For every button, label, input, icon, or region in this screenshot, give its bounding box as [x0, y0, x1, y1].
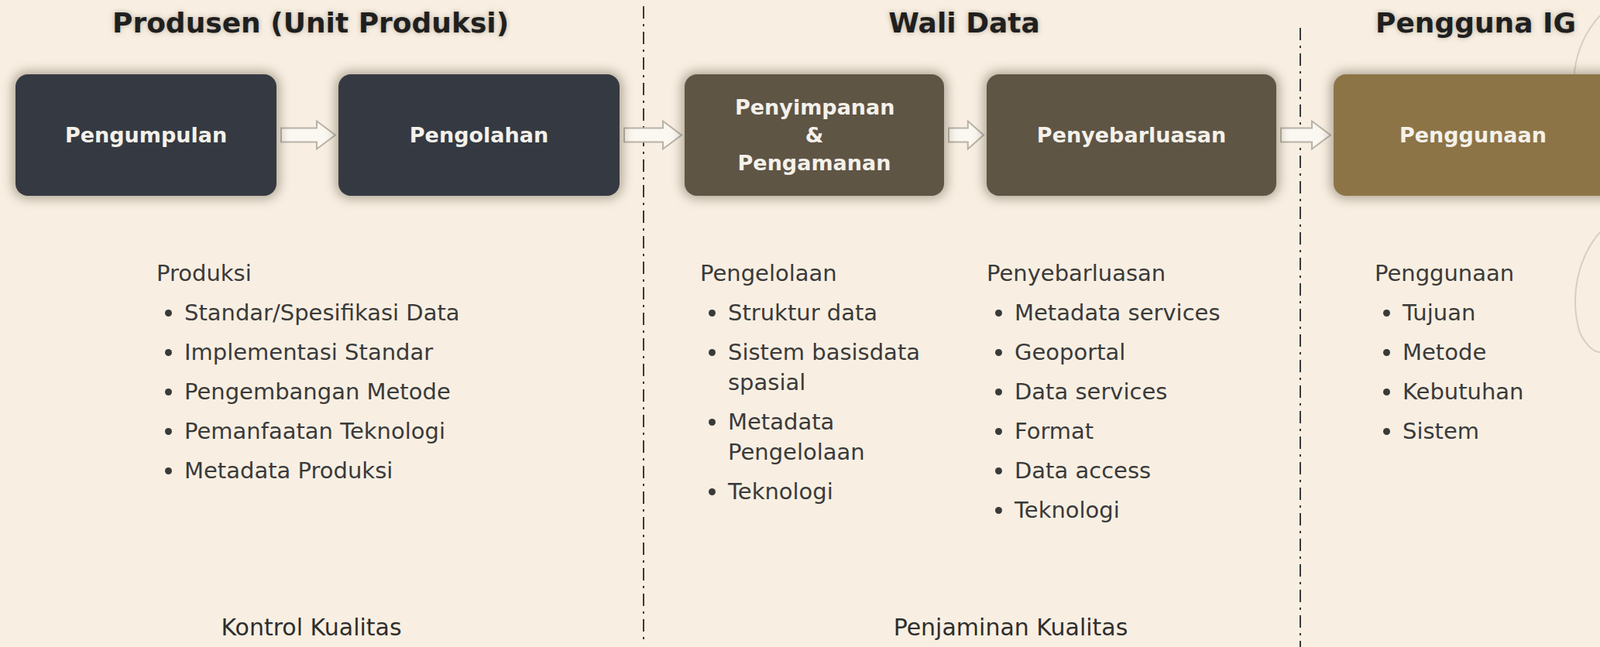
list-heading: Penyebarluasan	[986, 254, 1297, 294]
list-item: Sistem basisdata spasial	[727, 333, 933, 403]
flow-arrow	[281, 121, 336, 150]
process-box: Penyimpanan & Pengamanan	[684, 74, 945, 196]
list-item: Struktur data	[727, 293, 933, 334]
box-label: Penggunaan	[1399, 121, 1547, 150]
process-box: Penggunaan	[1333, 74, 1600, 196]
list-item: Pemanfaatan Teknologi	[184, 412, 622, 452]
bullet-list: TujuanMetodeKebutuhanSistem	[1374, 293, 1592, 452]
info-list: PengelolaanStruktur dataSistem basisdata…	[700, 254, 933, 512]
list-item: Metadata Produksi	[184, 451, 622, 491]
box-label: Pengolahan	[409, 121, 549, 150]
box-label: Penyebarluasan	[1036, 121, 1226, 150]
group-heading: Pengguna IG	[1375, 6, 1576, 41]
box-label: Penyimpanan & Pengamanan	[734, 93, 894, 178]
bullet-list: Standar/Spesifikasi DataImplementasi Sta…	[156, 293, 622, 491]
flow-arrow	[1280, 121, 1331, 150]
bullet-list: Struktur dataSistem basisdata spasialMet…	[700, 293, 933, 512]
decor-curve	[1575, 232, 1600, 353]
info-list: PenyebarluasanMetadata servicesGeoportal…	[986, 254, 1297, 531]
flow-arrow	[948, 121, 984, 150]
list-item: Metode	[1402, 333, 1592, 373]
box-label: Pengumpulan	[65, 121, 227, 150]
separator-line	[642, 6, 645, 643]
process-box: Penyebarluasan	[986, 74, 1277, 196]
list-item: Kebutuhan	[1402, 372, 1592, 413]
process-box: Pengolahan	[338, 74, 620, 196]
list-item: Format	[1014, 412, 1297, 452]
list-item: Pengembangan Metode	[184, 372, 622, 413]
list-item: Data access	[1014, 451, 1297, 491]
list-item: Metadata Pengelolaan	[727, 402, 933, 473]
info-list: PenggunaanTujuanMetodeKebutuhanSistem	[1374, 254, 1592, 452]
list-item: Tujuan	[1402, 293, 1592, 334]
list-item: Data services	[1014, 372, 1297, 413]
list-item: Standar/Spesifikasi Data	[184, 293, 622, 334]
group-heading: Wali Data	[888, 6, 1041, 41]
info-list: ProduksiStandar/Spesifikasi DataImplemen…	[156, 254, 622, 491]
quality-label: Kontrol Kualitas	[220, 613, 402, 643]
list-heading: Penggunaan	[1374, 254, 1592, 294]
group-heading: Produsen (Unit Produksi)	[112, 6, 509, 41]
process-box: Pengumpulan	[15, 74, 277, 196]
quality-label: Penjaminan Kualitas	[893, 613, 1129, 643]
list-heading: Produksi	[156, 254, 622, 294]
separator-line	[1299, 27, 1302, 647]
flow-arrow	[624, 121, 682, 150]
list-item: Teknologi	[727, 472, 933, 512]
bullet-list: Metadata servicesGeoportalData servicesF…	[986, 293, 1297, 531]
list-item: Teknologi	[1014, 490, 1297, 531]
list-item: Geoportal	[1014, 333, 1297, 373]
list-item: Sistem	[1402, 412, 1592, 452]
list-item: Implementasi Standar	[184, 333, 622, 373]
list-heading: Pengelolaan	[700, 254, 933, 294]
list-item: Metadata services	[1014, 293, 1297, 334]
